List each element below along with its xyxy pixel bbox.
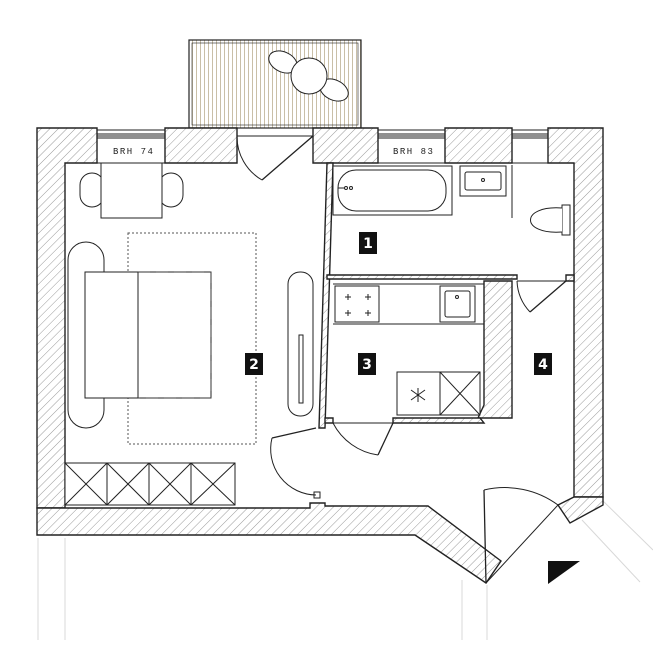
entrance-arrow-icon: [548, 561, 580, 584]
interior-walls: [318, 162, 575, 429]
kitchen-sink: [439, 285, 476, 323]
stove: [334, 285, 380, 323]
room-badge-2: [245, 353, 263, 375]
bench: [287, 271, 314, 417]
washbasin: [459, 165, 507, 197]
shower: [396, 371, 481, 416]
room-badge-1: [359, 232, 377, 254]
dining-table-with-chairs: [79, 162, 184, 219]
balcony: [188, 39, 362, 129]
room-number-2: 2: [249, 357, 259, 373]
exterior-walls: [36, 127, 604, 584]
room-badge-4: [534, 353, 552, 375]
room-badge-3: [358, 353, 376, 375]
window-room1: [377, 129, 446, 164]
window-label-room1: BRH 83: [393, 147, 434, 157]
room-number-1: 1: [363, 236, 373, 252]
door-wc[interactable]: [516, 280, 567, 313]
door-room3[interactable]: [332, 422, 394, 456]
room-number-3: 3: [362, 357, 372, 373]
wardrobe: [64, 462, 236, 506]
window-label-room2: BRH 74: [113, 147, 154, 157]
toilet: [530, 204, 571, 236]
balcony-door[interactable]: [236, 135, 314, 181]
kitchen-counter: [333, 283, 484, 325]
door-room2[interactable]: [270, 427, 321, 499]
bed: [67, 241, 212, 429]
entrance-door[interactable]: [483, 487, 559, 584]
window-wc: [511, 129, 549, 164]
neighbouring-building-outline: [37, 497, 653, 640]
bathtub: [332, 165, 453, 216]
room-number-4: 4: [538, 357, 548, 373]
balcony-table-with-chairs: [268, 50, 349, 102]
